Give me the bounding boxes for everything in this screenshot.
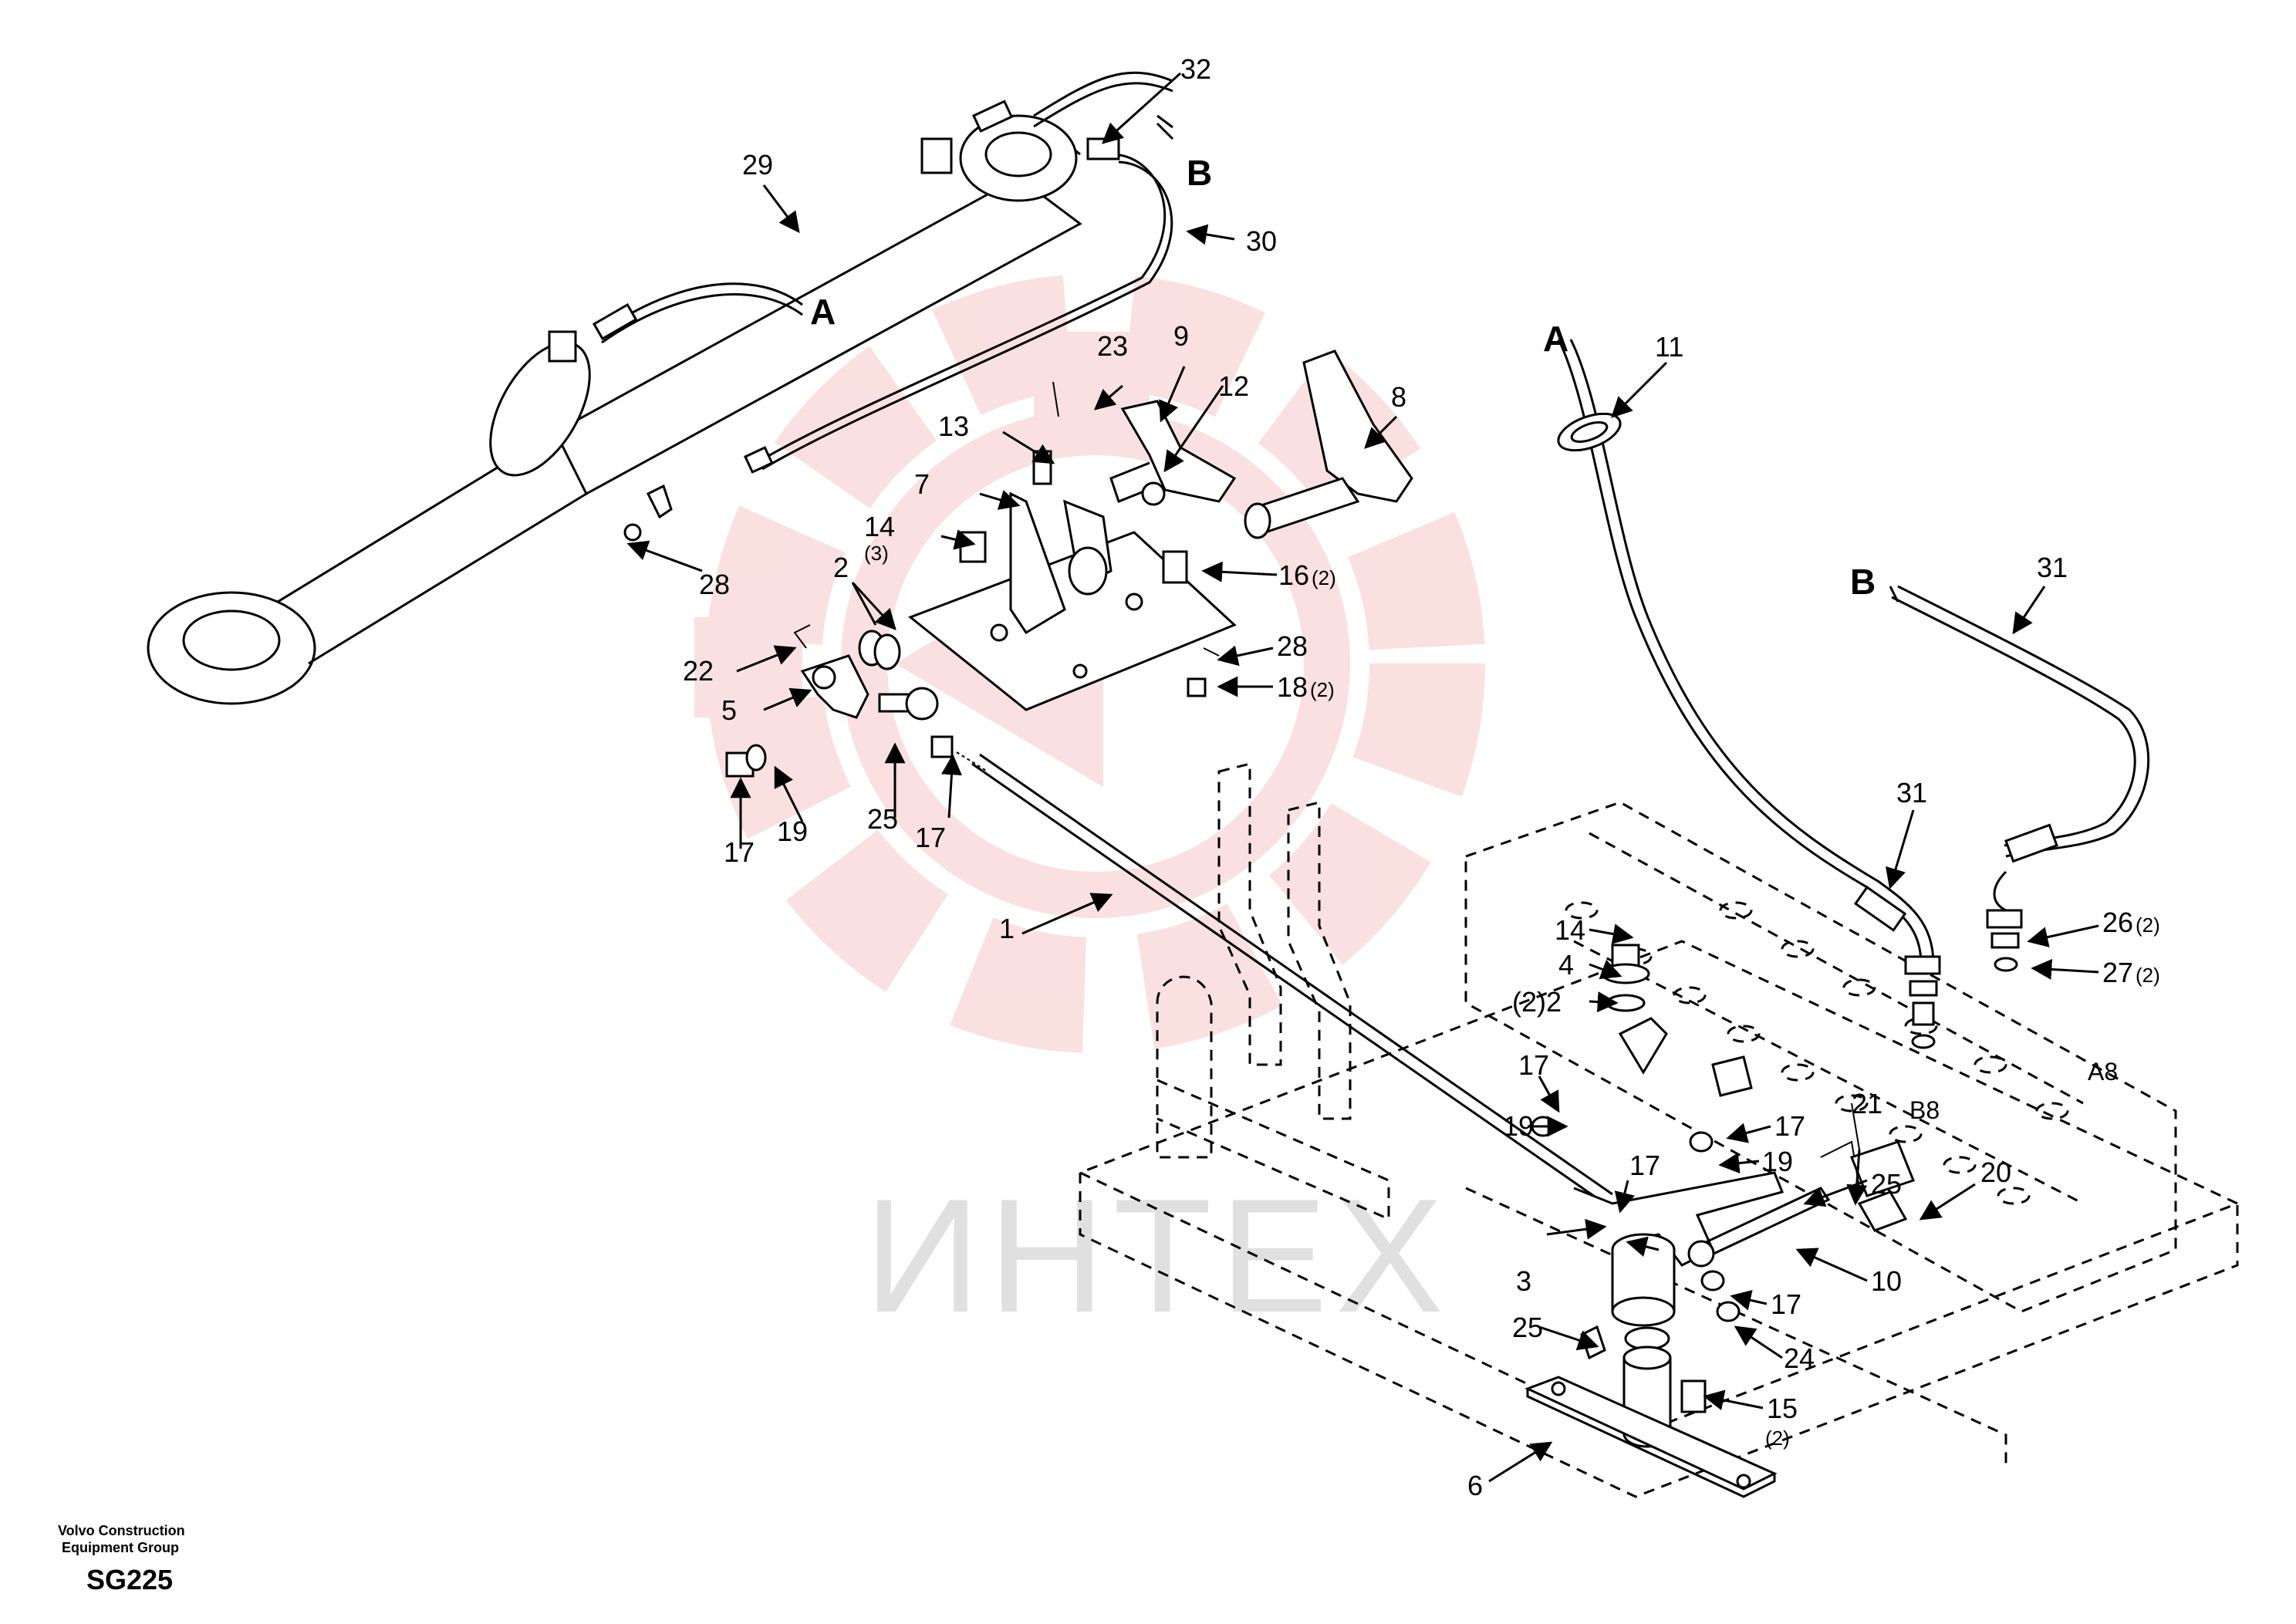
callout-14-pedal: 14 [864,511,895,542]
callout-6: 6 [1467,1470,1483,1501]
callout-7: 7 [914,468,930,500]
callout-10: 10 [1871,1265,1902,1297]
callout-19-mid2: 19 [1762,1146,1793,1177]
callout-11: 11 [1655,331,1683,363]
callout-26: 26 [2102,907,2133,938]
callout-5: 5 [721,694,737,726]
callout-13: 13 [938,410,969,442]
callout-31-mid: 31 [1896,777,1927,809]
callout-9: 9 [1173,320,1189,352]
letter-b-cylinder: B [1187,153,1212,193]
callout-16: 16 [1278,559,1309,591]
callout-25-mid: 25 [1871,1168,1902,1200]
callout-3: 3 [1516,1265,1531,1297]
valve-block-outline [1077,762,2240,1498]
port-a8: A8 [2088,1058,2118,1085]
callout-25-left: 25 [867,803,898,835]
credit-company-line1: Volvo Construction [58,1523,185,1538]
callout-12: 12 [1218,370,1249,402]
callout-2-pedal: 2 [833,552,849,583]
callout-21: 21 [1852,1088,1882,1119]
callout-leaders [626,72,2099,1483]
lower-linkage [1524,944,1915,1498]
callout-17-mid1: 17 [1518,1049,1549,1081]
callout-19-left: 19 [777,815,808,847]
callout-18: 18 [1277,671,1308,703]
callout-17-mid2: 17 [1774,1110,1805,1142]
drawing-code: SG225 [86,1564,173,1595]
callout-4: 4 [1558,949,1574,981]
letter-a-cylinder: A [810,292,836,332]
callout-8: 8 [1391,381,1406,413]
callout-15-qty: (2) [1765,1426,1790,1450]
callout-23: 23 [1097,330,1128,362]
letter-a-hose: A [1543,319,1568,359]
callout-14-pedal-qty: (3) [864,542,889,565]
callout-28-left: 28 [699,569,730,600]
callout-26-qty: (2) [2136,913,2160,937]
callout-24: 24 [1784,1342,1815,1374]
port-b8: B8 [1909,1096,1940,1124]
callout-14-valve: 14 [1555,914,1585,946]
letter-b-hose: B [1850,562,1876,602]
callout-31-top: 31 [2037,552,2068,583]
callout-20: 20 [1980,1156,2011,1188]
callout-29: 29 [742,149,773,181]
callout-28-right: 28 [1277,630,1308,662]
callout-30: 30 [1246,225,1277,257]
callout-numbers: 29 32 30 28 23 9 12 8 13 7 14 (3) 2 16 (… [683,53,2160,1501]
callout-18-qty: (2) [1310,678,1335,701]
callout-32: 32 [1180,53,1211,85]
callout-2-valve: (2)2 [1512,986,1562,1018]
watermark-text: ИНТЕХ [864,1165,1451,1346]
callout-27: 27 [2102,957,2133,988]
callout-27-qty: (2) [2136,964,2160,987]
hose-lines [1557,339,2150,1049]
callout-16-qty: (2) [1312,566,1336,589]
callout-15: 15 [1767,1393,1798,1424]
callout-17-left2: 17 [915,822,946,853]
callout-17-mid3: 17 [1629,1150,1660,1181]
callout-1: 1 [999,913,1015,944]
callout-17-lower: 17 [1771,1288,1801,1320]
callout-17-left1: 17 [724,836,755,868]
control-rod [956,751,1613,1205]
callout-22: 22 [683,655,714,687]
credit-company-line2: Equipment Group [62,1540,179,1555]
callout-19-mid1: 19 [1503,1110,1534,1142]
hydraulic-cylinder [147,71,1174,705]
callout-25-lower: 25 [1512,1312,1543,1343]
